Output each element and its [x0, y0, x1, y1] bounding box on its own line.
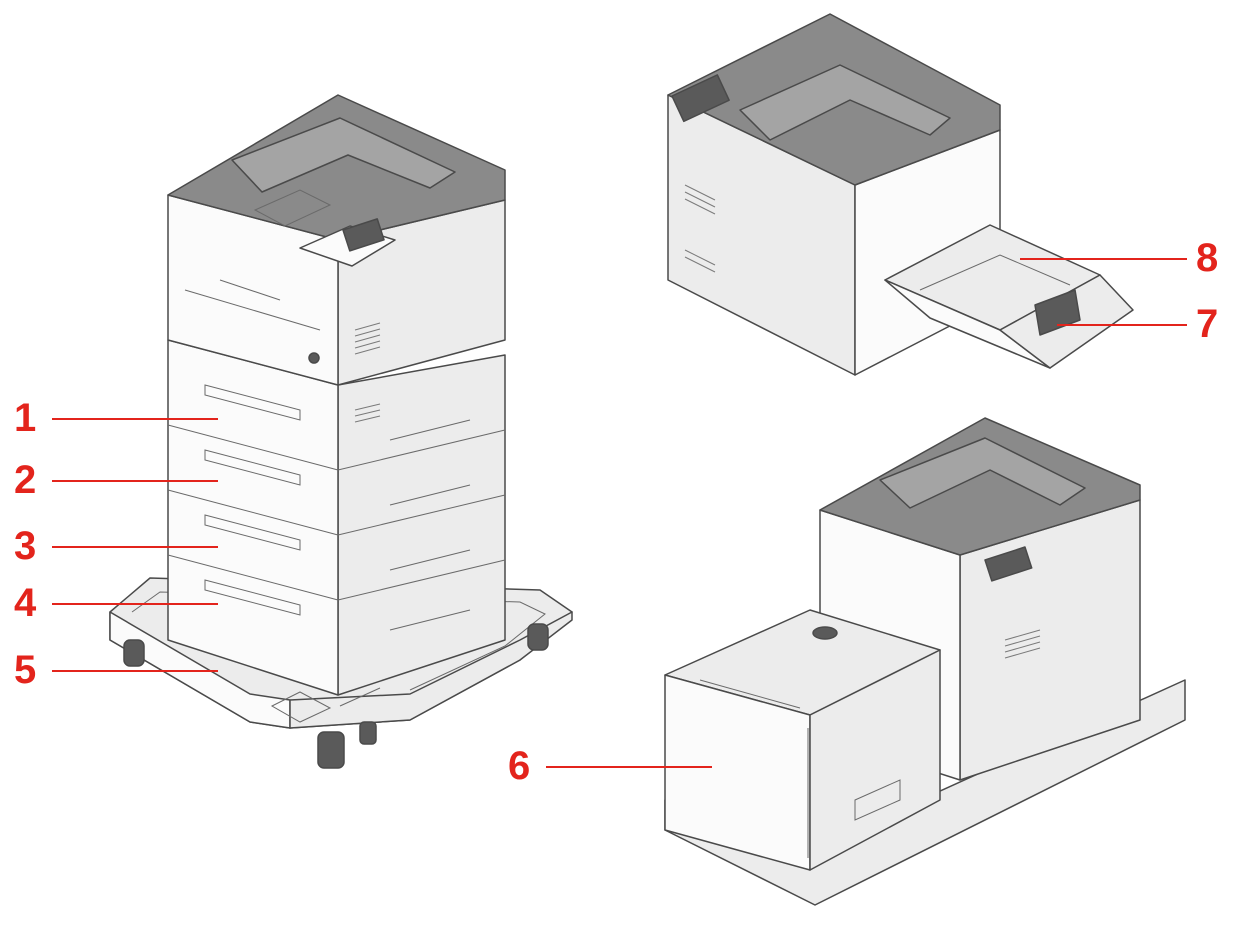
printer-with-cassette-stack: [109, 94, 573, 769]
printer-with-envelope-feeder: [667, 13, 1134, 376]
callout-3: 3: [14, 524, 37, 568]
rear-vent: [684, 184, 716, 273]
large-capacity-feeder: [664, 609, 941, 871]
callout-6: 6: [508, 744, 531, 788]
leader-line-8: [1020, 258, 1187, 260]
paper-feeder-stack: [167, 339, 506, 696]
callout-1: 1: [14, 396, 37, 440]
leader-line-3: [52, 546, 218, 548]
printer-side-vent-2: [1004, 629, 1041, 659]
leader-line-1: [52, 418, 218, 420]
callout-4: 4: [14, 581, 37, 625]
callout-7: 7: [1196, 302, 1219, 346]
leader-line-7: [1057, 324, 1187, 326]
envelope-feeder: [884, 224, 1134, 369]
leader-line-6: [546, 766, 712, 768]
leader-line-5: [52, 670, 218, 672]
leader-line-2: [52, 480, 218, 482]
callout-8: 8: [1196, 236, 1219, 280]
leader-line-4: [52, 603, 218, 605]
printer-with-large-capacity-feeder: [664, 417, 1186, 906]
callout-5: 5: [14, 648, 37, 692]
printer-body: [167, 94, 506, 386]
callout-2: 2: [14, 458, 37, 502]
tray-side-vent: [354, 403, 381, 423]
printer-side-vent: [354, 322, 381, 355]
